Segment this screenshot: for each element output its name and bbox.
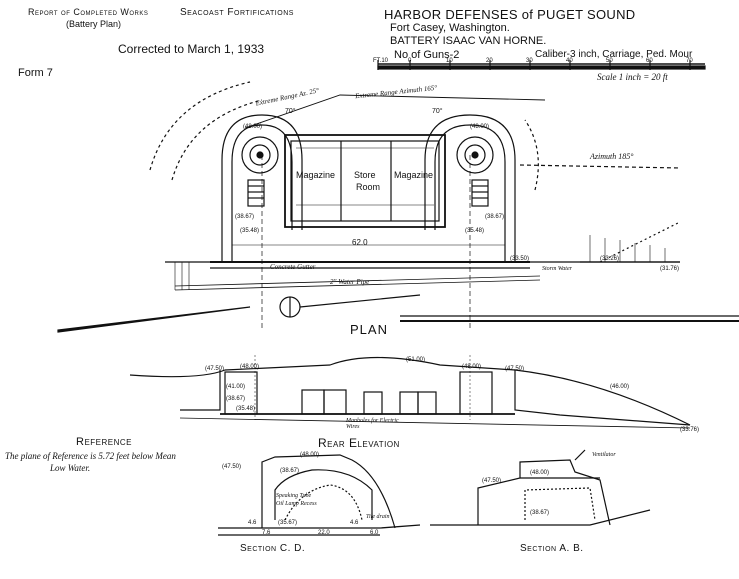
scale-bar: [377, 60, 706, 70]
section-cd: [218, 454, 421, 536]
rear-elevation: [129, 355, 691, 429]
speaking-tube: Speaking Tube: [276, 493, 312, 499]
ventilator-label: Ventilator: [592, 452, 616, 458]
section-ab-label-0: (48.00): [530, 470, 550, 476]
section-cd-label-2: (38.67): [280, 468, 300, 474]
elev-label-4: (35.48): [240, 228, 260, 234]
elev-label-6: (33.50): [510, 256, 530, 262]
corrected-date: Corrected to March 1, 1933: [118, 42, 265, 56]
scale-tick-3: 20: [486, 58, 493, 64]
plan-view: [57, 81, 739, 333]
storm-water: Storm Water: [542, 266, 572, 272]
harbor-title: HARBOR DEFENSES of PUGET SOUND: [384, 7, 636, 22]
manhole-label: Manholes for Electric Wires: [346, 418, 399, 430]
section-cd-dim-1: 4.6: [350, 520, 359, 526]
report-subtitle: (Battery Plan): [66, 19, 122, 29]
reference-title: Reference: [76, 436, 133, 448]
section-cd-label-0: (47.50): [222, 464, 242, 470]
elev-label-8: (31.76): [660, 266, 680, 272]
scale-tick-1: 0: [408, 58, 412, 64]
elev-label-0: (48.00): [243, 124, 263, 130]
scale-tick-7: 60: [646, 58, 653, 64]
section-cd-title: Section C. D.: [240, 543, 306, 554]
scale-tick-0: FT.10: [373, 58, 389, 64]
elevation-label-1: (48.00): [240, 364, 260, 370]
section-cd-dim-0: 4.6: [248, 520, 257, 526]
battery-name: BATTERY ISAAC VAN HORNE.: [390, 35, 547, 47]
section-ab-label-1: (47.50): [482, 478, 502, 484]
report-title: Report of Completed Works: [28, 7, 149, 17]
section-cd-dim-4: 6.0: [370, 530, 379, 536]
plan-title: PLAN: [350, 322, 388, 337]
elevation-label-4: (47.50): [505, 366, 525, 372]
section-cd-dim-2: 7.6: [262, 530, 271, 536]
section-ab-label-2: (38.67): [530, 510, 550, 516]
angle-left: 70°: [285, 108, 296, 115]
room-magazine-left: Magazine: [296, 170, 336, 180]
elev-label-7: (33.26): [600, 256, 620, 262]
elevation-label-0: (47.50): [205, 366, 225, 372]
section-ab: [430, 449, 651, 526]
elev-label-5: (35.48): [465, 228, 485, 234]
elevation-label-7: (38.67): [226, 396, 246, 402]
scale-tick-4: 30: [526, 58, 533, 64]
concrete-gutter: Concrete Gutter: [270, 263, 316, 271]
section-cd-dim-3: 22.0: [318, 530, 330, 536]
scale-tick-2: 10: [446, 58, 453, 64]
elevation-label-2: (51.00): [406, 357, 426, 363]
reference-text-2: Low Water.: [50, 463, 91, 473]
seacoast-title: Seacoast Fortifications: [180, 7, 294, 18]
caliber-info: Caliber-3 inch, Carriage, Ped. Mour: [535, 49, 693, 60]
elev-label-1: (48.00): [470, 124, 490, 130]
scale-tick-6: 50: [606, 58, 613, 64]
section-cd-label-3: (35.67): [278, 520, 298, 526]
room-store-2: Room: [356, 182, 381, 192]
fort-name: Fort Casey, Washington.: [390, 22, 510, 34]
water-pipe: 2" Water Pipe: [330, 278, 370, 286]
elev-label-3: (38.67): [485, 214, 505, 220]
azimuth-label: Azimuth 185°: [590, 152, 634, 161]
elev-label-2: (38.67): [235, 214, 255, 220]
section-ab-title: Section A. B.: [520, 543, 584, 554]
tile-drain: Tile drain: [366, 514, 390, 520]
rear-elevation-title: Rear Elevation: [318, 436, 400, 450]
scale-label: Scale 1 inch = 20 ft: [597, 72, 668, 82]
room-store: Store: [354, 170, 376, 180]
form-number: Form 7: [18, 67, 53, 79]
elevation-label-3: (48.00): [462, 364, 482, 370]
elevation-label-8: (35.48): [236, 406, 256, 412]
guns-count: No of Guns-2: [394, 49, 460, 61]
scale-tick-5: 40: [566, 58, 573, 64]
dim-62: 62.0: [352, 238, 368, 247]
elevation-label-9: (33.76): [680, 427, 700, 433]
room-magazine-right: Magazine: [394, 170, 434, 180]
elevation-label-6: (41.00): [226, 384, 246, 390]
oil-lamp-recess: Oil Lamp Recess: [276, 501, 317, 507]
section-cd-label-1: (48.00): [300, 452, 320, 458]
elevation-label-5: (46.00): [610, 384, 630, 390]
scale-tick-8: 70: [686, 58, 693, 64]
reference-text-1: The plane of Reference is 5.72 feet belo…: [5, 451, 176, 461]
angle-right: 70°: [432, 108, 443, 115]
